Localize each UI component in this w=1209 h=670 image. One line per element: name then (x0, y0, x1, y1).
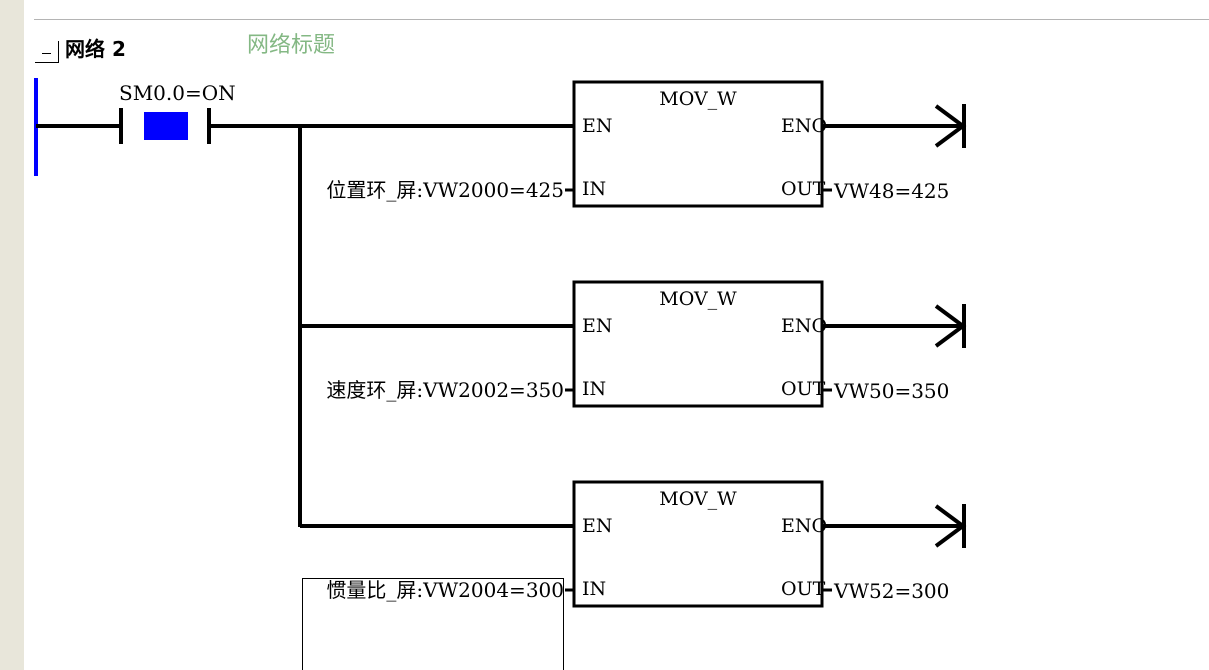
left-gutter (0, 0, 24, 670)
contact-label: SM0.0=ON (119, 81, 236, 105)
operand-edit-frame[interactable] (302, 578, 564, 670)
network-separator (34, 19, 1209, 20)
mov-w-box-3[interactable] (572, 480, 824, 608)
network-title[interactable]: 网络标题 (247, 33, 336, 58)
box3-eno-pin: ENO (781, 515, 828, 537)
network-number-label: 网络 2 (65, 37, 126, 61)
box1-out-pin: OUT (781, 178, 826, 200)
box3-out-operand[interactable]: VW52=300 (834, 579, 950, 603)
box2-in-operand[interactable]: 速度环_屏:VW2002=350 (326, 378, 564, 402)
mov-w-box-2[interactable] (572, 280, 824, 408)
collapse-toggle-icon[interactable] (35, 41, 59, 63)
box2-out-pin: OUT (781, 378, 826, 400)
box3-en-pin: EN (582, 515, 613, 537)
box1-in-pin: IN (582, 178, 607, 200)
contact-state-indicator[interactable] (144, 112, 188, 140)
mov-w-box-1[interactable] (572, 80, 824, 208)
box2-eno-pin: ENO (781, 315, 828, 337)
box2-out-operand[interactable]: VW50=350 (834, 379, 950, 403)
box3-in-operand[interactable]: 惯量比_屏:VW2004=300 (326, 578, 564, 602)
box2-title: MOV_W (659, 288, 737, 310)
box1-in-operand[interactable]: 位置环_屏:VW2000=425 (326, 178, 564, 202)
box1-eno-pin: ENO (781, 115, 828, 137)
box1-title: MOV_W (659, 88, 737, 110)
box3-out-pin: OUT (781, 578, 826, 600)
box1-out-operand[interactable]: VW48=425 (834, 179, 950, 203)
minus-icon (42, 53, 51, 54)
box3-in-pin: IN (582, 578, 607, 600)
box2-en-pin: EN (582, 315, 613, 337)
box1-en-pin: EN (582, 115, 613, 137)
box2-in-pin: IN (582, 378, 607, 400)
box3-title: MOV_W (659, 488, 737, 510)
